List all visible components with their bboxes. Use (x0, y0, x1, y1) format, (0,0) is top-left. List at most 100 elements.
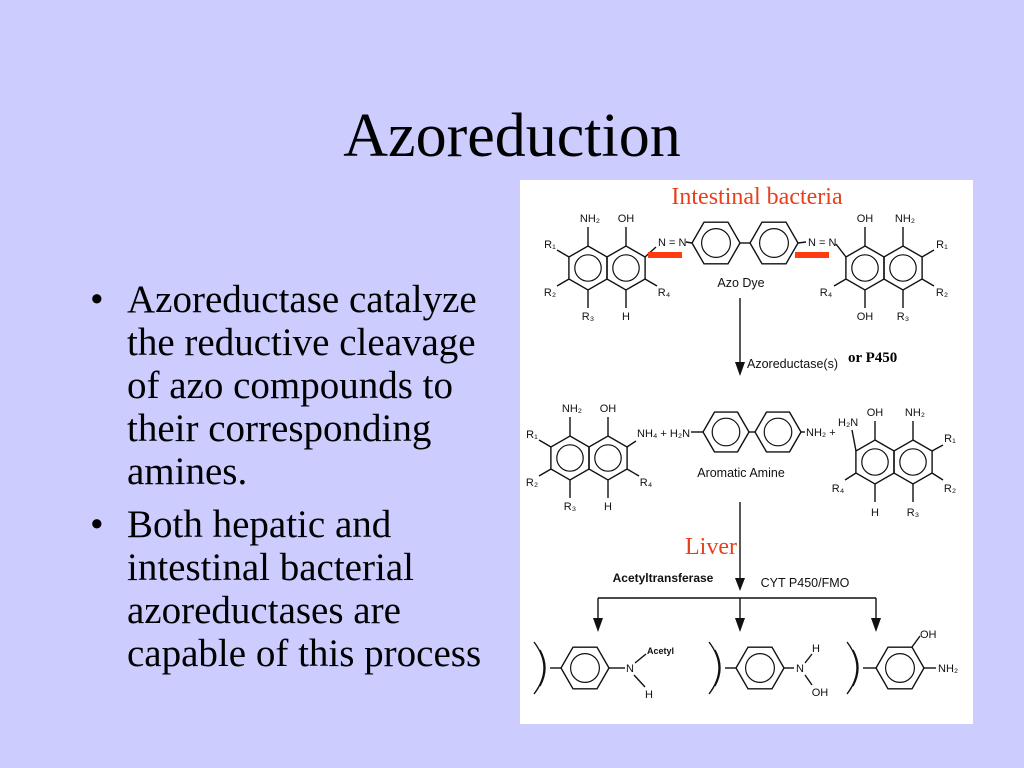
chemical-bond (835, 243, 847, 258)
substituent-label: R₁ (944, 433, 956, 445)
aromatic-ring (550, 435, 590, 481)
aromatic-ring (893, 439, 933, 485)
product-substituent-label: Acetyl (647, 646, 674, 656)
substituent-label: OH (857, 311, 874, 323)
aromatic-ring (754, 411, 802, 453)
bullet-item: • Both hepatic and intestinal bacterial … (90, 503, 493, 675)
bullet-item: • Azoreductase catalyze the reductive cl… (90, 278, 493, 493)
chemical-bond (921, 278, 935, 287)
aromatic-ring (691, 221, 741, 265)
azo-dye-caption: Azo Dye (717, 276, 764, 290)
aromatic-ring (875, 646, 925, 690)
substituent-label: NH₂ (895, 213, 915, 225)
substituent-label: R₃ (907, 507, 919, 519)
bullet-text: Both hepatic and intestinal bacterial az… (127, 503, 482, 675)
partial-ring-arc (714, 649, 721, 687)
chemical-bond (797, 241, 807, 244)
chemical-bond (931, 472, 944, 481)
aromatic-ring (702, 411, 750, 453)
chemical-bond (626, 440, 637, 448)
reaction-scheme-svg: Intestinal bacteria Liver or P450 NH₂ OH… (526, 184, 958, 701)
bullet-icon: • (90, 503, 104, 546)
chemical-bond (634, 653, 647, 664)
substituent-label: R₄ (658, 287, 671, 299)
arrowhead-icon (735, 362, 745, 376)
substituent-label: R₂ (544, 287, 556, 299)
chemical-bond (804, 674, 813, 686)
amine-link-label: NH₂ + (806, 427, 836, 439)
chemical-bond (685, 241, 693, 244)
annotation-or-p450: or P450 (848, 350, 897, 366)
substituent-label: R₁ (526, 429, 538, 441)
cleavage-site-marker (648, 252, 682, 258)
chemical-bond (844, 472, 857, 481)
product-atom-label: N (626, 663, 634, 675)
chemical-bond (931, 444, 944, 452)
chemical-bond (851, 429, 857, 452)
substituent-label: NH₂ (562, 403, 582, 415)
molecular-skeletons (538, 221, 944, 690)
substituent-label: NH₂ (905, 407, 925, 419)
aromatic-ring (845, 245, 885, 291)
product-atom-label: N (796, 663, 804, 675)
partial-ring-arc (539, 649, 546, 687)
product-substituent-label: H (645, 689, 653, 701)
aromatic-ring (560, 646, 610, 690)
aromatic-ring (883, 245, 923, 291)
aromatic-ring (568, 245, 608, 291)
partial-ring-arc (846, 641, 858, 695)
chemical-bond (556, 249, 570, 258)
aromatic-amine-caption: Aromatic Amine (697, 466, 785, 480)
chemical-bond (556, 278, 570, 287)
chemical-bond (633, 674, 646, 688)
substituent-label: R₃ (582, 311, 594, 323)
partial-ring-arc (533, 641, 545, 695)
partial-ring-arc (852, 649, 859, 687)
substituent-label: OH (867, 407, 884, 419)
substituent-label: H (604, 501, 612, 513)
bullet-icon: • (90, 278, 104, 321)
reaction-scheme-figure: Intestinal bacteria Liver or P450 NH₂ OH… (520, 180, 973, 724)
bullet-text: Azoreductase catalyze the reductive clea… (127, 278, 477, 493)
annotation-intestinal-bacteria: Intestinal bacteria (671, 184, 843, 210)
substituent-label: R₄ (820, 287, 833, 299)
substituent-label: R₁ (936, 239, 948, 251)
chemical-bond (538, 468, 552, 477)
annotation-liver: Liver (685, 534, 737, 560)
arrowhead-icon (735, 618, 745, 632)
partial-ring-arc (708, 641, 720, 695)
cyp450-fmo-label: CYT P450/FMO (761, 576, 850, 590)
aromatic-ring (588, 435, 628, 481)
cleavage-site-marker (795, 252, 829, 258)
product-substituent-label: OH (812, 687, 829, 699)
azoreductase-label: Azoreductase(s) (747, 357, 838, 371)
substituent-label: R₃ (897, 311, 909, 323)
aromatic-ring (606, 245, 646, 291)
aromatic-ring (735, 646, 785, 690)
arrowhead-icon (871, 618, 881, 632)
product-substituent-label: OH (920, 629, 937, 641)
azo-bond-label: N = N (808, 237, 836, 249)
chemical-bond (911, 635, 921, 648)
chemical-bond (538, 439, 552, 448)
aromatic-ring (749, 221, 799, 265)
substituent-label: R₂ (944, 483, 956, 495)
substituent-label: H (622, 311, 630, 323)
substituent-label: R₁ (544, 239, 556, 251)
arrowhead-icon (735, 578, 745, 591)
substituent-label: OH (618, 213, 635, 225)
chemical-bond (804, 653, 813, 664)
substituent-label: OH (600, 403, 617, 415)
substituent-label: H (871, 507, 879, 519)
acetyltransferase-label: Acetyltransferase (613, 571, 714, 585)
chemical-bond (626, 468, 640, 477)
substituent-label: R₂ (526, 477, 538, 489)
chemical-bond (833, 278, 847, 287)
product-substituent-label: NH₂ (938, 663, 958, 675)
aromatic-ring (855, 439, 895, 485)
substituent-label: NH₂ (580, 213, 600, 225)
substituent-label: R₄ (640, 477, 653, 489)
substituent-label: R₂ (936, 287, 948, 299)
substituent-label: OH (857, 213, 874, 225)
bullet-list: • Azoreductase catalyze the reductive cl… (90, 278, 493, 675)
